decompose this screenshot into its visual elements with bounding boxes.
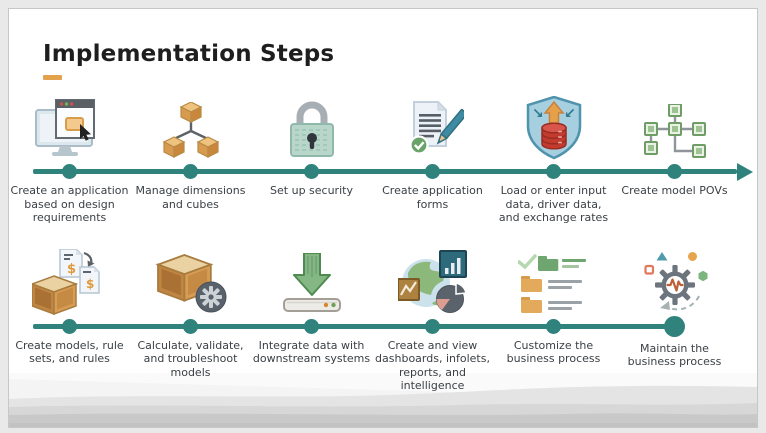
crate-documents-icon: $ $	[31, 235, 108, 315]
title-accent-bar	[43, 75, 62, 80]
timeline-dot	[304, 318, 319, 334]
timeline-arrowhead-icon	[737, 162, 753, 181]
dashboards-charts-icon	[397, 235, 468, 315]
folders-checklist-icon	[517, 235, 590, 315]
timeline-dot	[304, 164, 319, 179]
steps-row-1: Create an application based on design re…	[9, 86, 757, 225]
step-label: Create application forms	[382, 184, 483, 211]
timeline-dot	[183, 164, 198, 179]
step-label: Create model POVs	[621, 184, 728, 197]
slide: Implementation Steps	[8, 8, 758, 428]
step-label: Create an application based on design re…	[10, 184, 129, 224]
step-calculate-validate: Calculate, validate, and troubleshoot mo…	[130, 235, 251, 380]
timeline-track-2	[33, 323, 679, 329]
step-label: Maintain the business process	[627, 341, 722, 369]
step-label: Set up security	[270, 184, 353, 197]
step-create-models-rules: $ $ Create models, rule sets, and rules	[9, 235, 130, 366]
shield-database-icon: ↘ ↙	[524, 86, 584, 160]
svg-text:↙: ↙	[564, 106, 576, 122]
step-create-application: Create an application based on design re…	[9, 86, 130, 225]
timeline-dot	[183, 318, 198, 334]
step-label: Create models, rule sets, and rules	[15, 338, 124, 366]
svg-text:$: $	[67, 262, 76, 277]
timeline-dot	[546, 318, 561, 334]
step-create-model-povs: Create model POVs	[614, 86, 735, 198]
timeline-end-dot	[664, 315, 685, 337]
timeline-dot	[425, 164, 440, 179]
step-load-data: ↘ ↙ Load or enter input data, driver dat…	[493, 86, 614, 225]
step-label: Customize the business process	[506, 338, 601, 366]
timeline-track-1	[33, 162, 753, 181]
svg-text:↘: ↘	[532, 106, 544, 122]
step-label: Manage dimensions and cubes	[135, 184, 246, 211]
step-customize-process: Customize the business process	[493, 235, 614, 366]
step-label: Integrate data with downstream systems	[252, 338, 371, 366]
crate-gear-icon	[153, 235, 229, 315]
step-label: Calculate, validate, and troubleshoot mo…	[137, 338, 244, 379]
form-pencil-icon	[402, 86, 464, 160]
step-manage-dimensions: Manage dimensions and cubes	[130, 86, 251, 211]
step-integrate-data: Integrate data with downstream systems	[251, 235, 372, 366]
timeline-dot	[62, 164, 77, 179]
model-pov-tree-icon	[643, 86, 706, 160]
page-title: Implementation Steps	[43, 41, 335, 67]
timeline-dot	[425, 318, 440, 334]
step-label: Load or enter input data, driver data, a…	[498, 184, 609, 224]
step-dashboards-reports: Create and view dashboards, infolets, re…	[372, 235, 493, 393]
gear-pulse-icon	[640, 235, 710, 315]
step-set-up-security: Set up security	[251, 86, 372, 198]
timeline-dot	[667, 164, 682, 179]
timeline-dot	[62, 318, 77, 334]
steps-row-2: $ $ Create models, rule sets, and rules	[9, 235, 757, 393]
svg-text:$: $	[86, 277, 94, 291]
dimension-cubes-icon	[160, 86, 222, 160]
timeline-dot	[546, 164, 561, 179]
monitor-app-icon	[34, 86, 106, 160]
security-lock-icon	[283, 86, 341, 160]
step-label: Create and view dashboards, infolets, re…	[375, 338, 490, 393]
download-server-icon	[280, 235, 344, 315]
step-maintain-process: Maintain the business process	[614, 235, 735, 369]
step-create-forms: Create application forms	[372, 86, 493, 211]
